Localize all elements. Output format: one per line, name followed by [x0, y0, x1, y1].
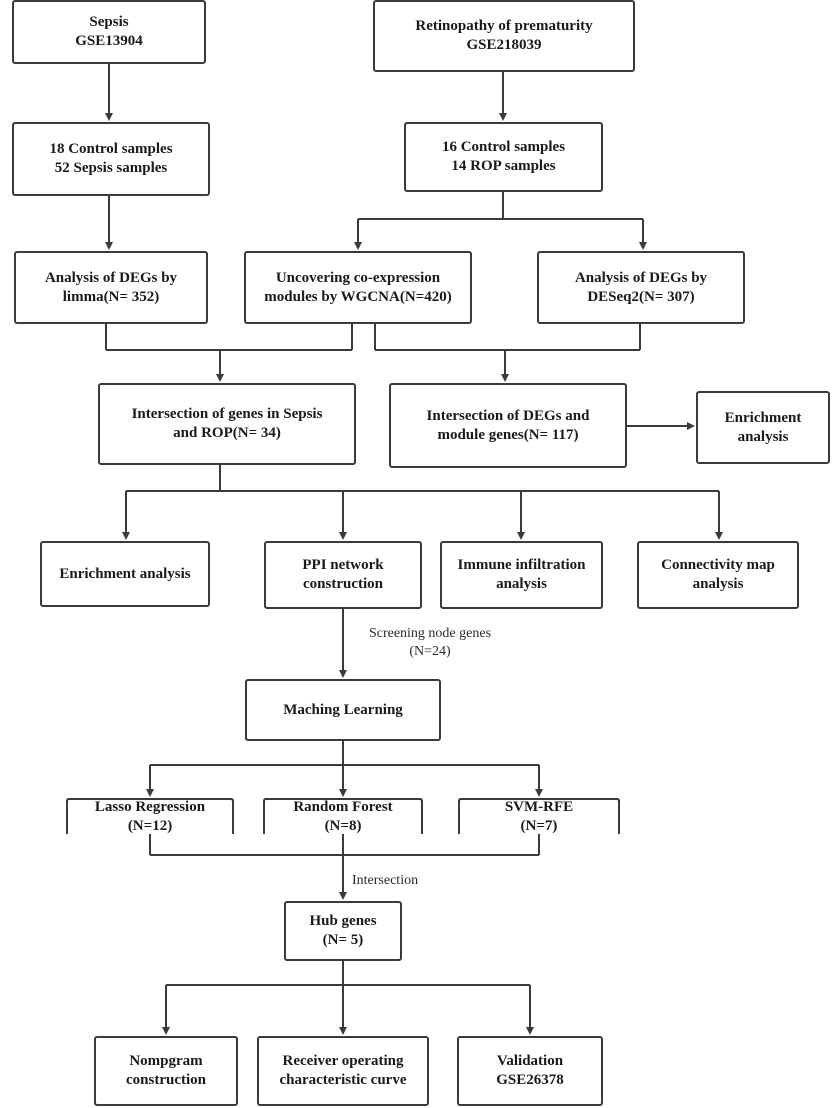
- hub-label: Hub genes (N= 5): [309, 913, 377, 948]
- rop-dataset-box: Retinopathy of prematurity GSE218039: [373, 0, 635, 72]
- lasso-label: Lasso Regression (N=12): [94, 799, 206, 834]
- lasso-frame: Lasso Regression (N=12): [66, 798, 234, 834]
- cmap-box: Connectivity map analysis: [637, 541, 799, 609]
- rf-label: Random Forest (N=8): [293, 799, 393, 834]
- intersect-degs-module-label: Intersection of DEGs and module genes(N=…: [426, 407, 590, 443]
- sepsis-dataset-box: Sepsis GSE13904: [12, 0, 206, 64]
- rop-samples-label: 16 Control samples 14 ROP samples: [441, 139, 566, 174]
- enrichment-right-label: Enrichment analysis: [724, 409, 802, 445]
- validation-label: Validation GSE26378: [496, 1053, 564, 1088]
- rop-dataset-label: Retinopathy of prematurity GSE218039: [415, 18, 593, 53]
- enrichment-left-label: Enrichment analysis: [59, 565, 191, 582]
- sepsis-samples-box: 18 Control samples 52 Sepsis samples: [12, 122, 210, 196]
- deseq2-box: Analysis of DEGs by DESeq2(N= 307): [537, 251, 745, 324]
- roc-label: Receiver operating characteristic curve: [279, 1053, 407, 1088]
- intersection-note: Intersection: [352, 873, 419, 888]
- enrichment-left-box: Enrichment analysis: [40, 541, 210, 607]
- wgcna-label: Uncovering co-expression modules by WGCN…: [264, 269, 452, 305]
- intersect-degs-module-box: Intersection of DEGs and module genes(N=…: [389, 383, 627, 468]
- nomogram-label: Nompgram construction: [126, 1053, 206, 1088]
- svm-label: SVM-RFE (N=7): [504, 799, 574, 834]
- rop-samples-box: 16 Control samples 14 ROP samples: [404, 122, 603, 192]
- immune-label: Immune infiltration analysis: [457, 557, 586, 592]
- deseq2-label: Analysis of DEGs by DESeq2(N= 307): [574, 269, 708, 305]
- immune-box: Immune infiltration analysis: [440, 541, 603, 609]
- sepsis-samples-label: 18 Control samples 52 Sepsis samples: [49, 141, 173, 176]
- validation-box: Validation GSE26378: [457, 1036, 603, 1106]
- ppi-label: PPI network construction: [302, 557, 384, 592]
- roc-box: Receiver operating characteristic curve: [257, 1036, 429, 1106]
- wgcna-box: Uncovering co-expression modules by WGCN…: [244, 251, 472, 324]
- ml-label: Maching Learning: [283, 701, 403, 718]
- ppi-box: PPI network construction: [264, 541, 422, 609]
- limma-box: Analysis of DEGs by limma(N= 352): [14, 251, 208, 324]
- sepsis-dataset-label: Sepsis GSE13904: [75, 14, 143, 49]
- svm-frame: SVM-RFE (N=7): [458, 798, 620, 834]
- rf-frame: Random Forest (N=8): [263, 798, 423, 834]
- intersect-sepsis-rop-label: Intersection of genes in Sepsis and ROP(…: [131, 406, 323, 441]
- screening-note: Screening node genes (N=24): [368, 626, 492, 659]
- limma-label: Analysis of DEGs by limma(N= 352): [44, 269, 178, 305]
- hub-box: Hub genes (N= 5): [284, 901, 402, 961]
- nomogram-box: Nompgram construction: [94, 1036, 238, 1106]
- enrichment-right-box: Enrichment analysis: [696, 391, 830, 464]
- ml-box: Maching Learning: [245, 679, 441, 741]
- cmap-label: Connectivity map analysis: [661, 557, 775, 592]
- intersect-sepsis-rop-box: Intersection of genes in Sepsis and ROP(…: [98, 383, 356, 465]
